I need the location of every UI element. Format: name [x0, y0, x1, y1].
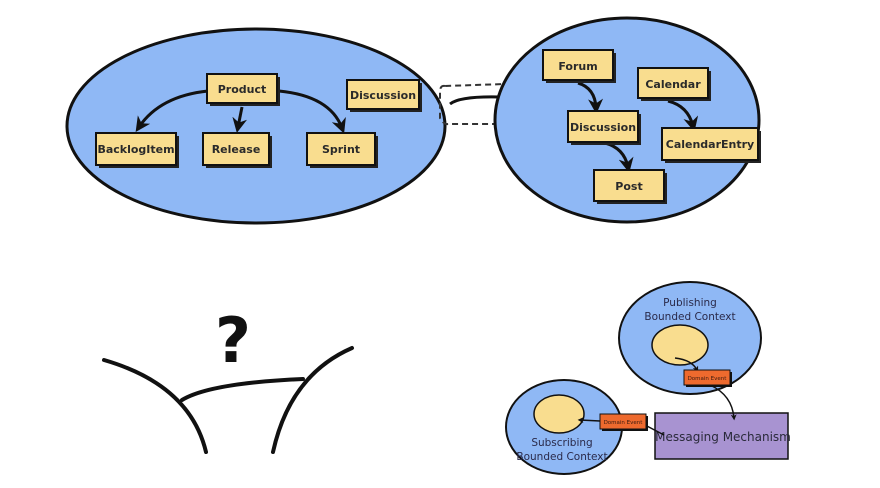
right-bounded-context: Forum Calendar Discussion CalendarEntry … — [493, 16, 761, 224]
left-context-ellipse — [65, 27, 447, 225]
entity-release-label: Release — [212, 143, 261, 156]
entity-sprint[interactable]: Sprint — [306, 132, 378, 168]
entity-backlogitem-label: BacklogItem — [97, 143, 174, 156]
question-mark-icon: ? — [215, 304, 251, 377]
context-link-line — [449, 95, 501, 106]
entity-calendarentry[interactable]: CalendarEntry — [661, 127, 761, 163]
messaging-mechanism-box[interactable] — [654, 412, 789, 460]
arrow-product-to-release — [232, 106, 248, 133]
arrow-event-to-subscriber — [577, 417, 601, 424]
subscribing-context-label-line2: Bounded Context — [516, 451, 607, 463]
entity-release[interactable]: Release — [202, 132, 272, 168]
entity-discussion-right[interactable]: Discussion — [567, 110, 641, 145]
publishing-context-label-line1: Publishing — [663, 297, 717, 309]
arrow-forum-to-discussion — [577, 81, 604, 114]
domain-event-published[interactable]: Domain Event — [683, 369, 732, 387]
domain-event-subscribed-label: Domain Event — [604, 420, 644, 426]
arrow-calendar-to-calendarentry — [667, 99, 699, 132]
entity-sprint-label: Sprint — [322, 143, 360, 156]
entity-forum-label: Forum — [558, 60, 597, 73]
arrow-product-to-sprint — [278, 89, 346, 134]
publishing-aggregate — [651, 324, 709, 366]
entity-calendar[interactable]: Calendar — [637, 67, 711, 101]
subscribing-aggregate — [533, 394, 585, 434]
entity-post[interactable]: Post — [593, 169, 667, 204]
sketch-line-left — [102, 358, 208, 454]
arrow-aggregate-to-event — [674, 357, 699, 373]
entity-post-label: Post — [615, 180, 642, 193]
domain-event-subscribed[interactable]: Domain Event — [599, 413, 648, 431]
sketch-line-cross — [180, 377, 305, 402]
domain-event-published-label: Domain Event — [688, 376, 728, 382]
publishing-context-label-line2: Bounded Context — [644, 311, 735, 323]
entity-backlogitem[interactable]: BacklogItem — [95, 132, 179, 168]
subscribing-context-label-line1: Subscribing — [531, 437, 592, 449]
entity-forum[interactable]: Forum — [542, 49, 616, 83]
entity-discussion-left[interactable]: Discussion — [346, 79, 422, 112]
line-mechanism-to-event — [644, 424, 665, 436]
entity-calendarentry-label: CalendarEntry — [666, 138, 754, 151]
domain-events-diagram: Publishing Bounded Context Subscribing B… — [505, 281, 791, 475]
arrow-product-to-backlogitem — [135, 89, 209, 132]
question-illustration: ? — [102, 304, 354, 454]
entity-product[interactable]: Product — [206, 73, 280, 106]
entity-discussion-left-label: Discussion — [350, 89, 416, 102]
entity-discussion-right-label: Discussion — [570, 121, 636, 134]
left-bounded-context: Product Discussion BacklogItem Release S… — [65, 27, 447, 225]
messaging-mechanism-label: Messaging Mechanism — [655, 430, 791, 444]
sketch-line-right — [271, 346, 354, 454]
entity-calendar-label: Calendar — [645, 78, 701, 91]
entity-product-label: Product — [218, 83, 267, 96]
